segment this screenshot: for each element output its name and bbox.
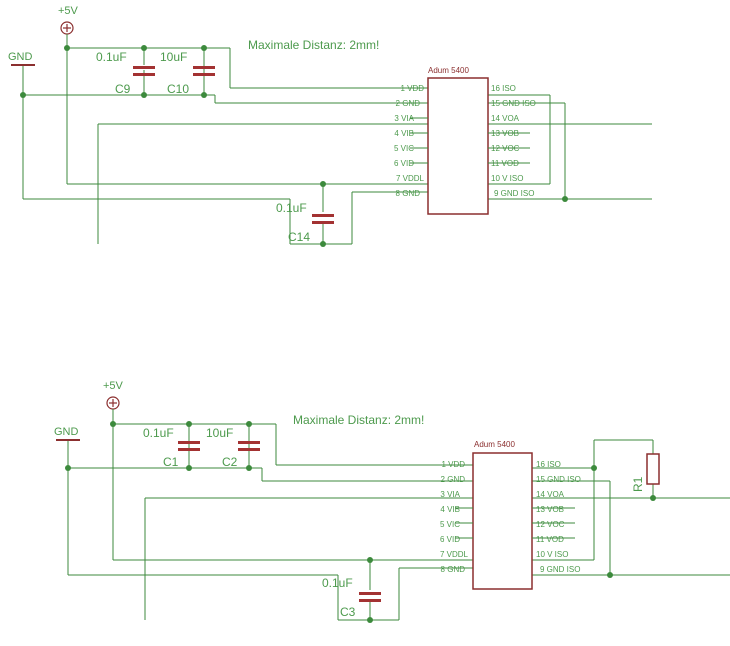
- pin-label: 2 GND: [441, 475, 466, 484]
- capacitor-c3: 0.1uF C3: [322, 576, 381, 619]
- capacitor-c2: 10uF C2: [206, 426, 260, 469]
- capacitor-ref: C14: [288, 230, 310, 244]
- ground-label: GND: [54, 426, 79, 438]
- pin-label: 8 GND: [396, 189, 421, 198]
- pin-label: 3 VIA: [440, 490, 460, 499]
- pin-label: 7 VDDL: [396, 174, 425, 183]
- capacitor-ref: C3: [340, 605, 356, 619]
- pin-label: 16 ISO: [536, 460, 561, 469]
- chip-right-pin-lines: [488, 132, 530, 164]
- capacitor-ref: C10: [167, 82, 189, 96]
- pin-label: 12 VOC: [536, 520, 565, 529]
- pin-label: 5 VIC: [394, 144, 414, 153]
- capacitor-c9: 0.1uF C9: [96, 50, 155, 96]
- circuit-2: +5V GND Maximale Distanz: 2mm!: [54, 380, 730, 623]
- capacitor-c10: 10uF C10: [160, 50, 215, 96]
- pin-label: 1 VDD: [400, 84, 424, 93]
- ground-label: GND: [8, 51, 33, 63]
- power-label: +5V: [58, 5, 79, 17]
- chip-left-pin-lines: [410, 117, 428, 164]
- pin-label: 14 VOA: [536, 490, 565, 499]
- pin-label: 2 GND: [396, 99, 421, 108]
- chip-adum5400: Adum 5400: [427, 66, 489, 215]
- capacitor-value: 0.1uF: [276, 201, 307, 215]
- pin-label: 4 VIB: [394, 129, 414, 138]
- chip-right-pins: 16 ISO 15 GND ISO 14 VOA 13 VOB 12 VOC 1…: [536, 460, 581, 574]
- capacitor-value: 0.1uF: [96, 50, 127, 64]
- power-label: +5V: [103, 380, 124, 392]
- capacitor-ref: C1: [163, 455, 179, 469]
- junctions: [20, 45, 568, 247]
- pin-label: 6 VID: [394, 159, 414, 168]
- pin-label: 1 VDD: [441, 460, 465, 469]
- ground-symbol: GND: [54, 426, 80, 441]
- capacitor-value: 10uF: [160, 50, 187, 64]
- chip-left-pin-lines: [455, 507, 473, 539]
- capacitor-ref: C2: [222, 455, 238, 469]
- pin-label: 7 VDDL: [440, 550, 469, 559]
- capacitor-c1: 0.1uF C1: [143, 426, 200, 469]
- pin-label: 5 VIC: [440, 520, 460, 529]
- pin-label: 10 V ISO: [536, 550, 568, 559]
- pin-label: 15 GND ISO: [536, 475, 581, 484]
- pin-label: 6 VID: [440, 535, 460, 544]
- capacitor-value: 10uF: [206, 426, 233, 440]
- wires: [67, 409, 730, 621]
- pin-label: 16 ISO: [491, 84, 516, 93]
- pin-label: 3 VIA: [394, 114, 414, 123]
- capacitor-value: 0.1uF: [322, 576, 353, 590]
- pin-label: 9 GND ISO: [494, 189, 534, 198]
- chip-left-pins: 1 VDD 2 GND 3 VIA 4 VIB 5 VIC 6 VID 7 VD…: [440, 460, 469, 574]
- power-symbol-5v: +5V: [58, 5, 79, 35]
- pin-label: 14 VOA: [491, 114, 520, 123]
- capacitor-ref: C9: [115, 82, 131, 96]
- chip-left-pins: 1 VDD 2 GND 3 VIA 4 VIB 5 VIC 6 VID 7 VD…: [394, 84, 425, 198]
- power-symbol-5v: +5V: [103, 380, 124, 410]
- chip-right-pins: 16 ISO 15 GND ISO 14 VOA 13 VOB 12 VOC 1…: [491, 84, 536, 198]
- chip-right-pin-lines: [532, 507, 575, 539]
- chip-adum5400: Adum 5400: [472, 440, 533, 590]
- circuit-1: +5V GND Maximale Distanz: 2mm!: [8, 5, 652, 247]
- wires: [22, 34, 652, 245]
- resistor-r1: R1: [631, 453, 660, 492]
- pin-label: 4 VIB: [440, 505, 460, 514]
- pin-label: 11 VOD: [536, 535, 564, 544]
- junctions: [65, 421, 656, 623]
- capacitor-c14: 0.1uF C14: [276, 201, 334, 244]
- distance-note: Maximale Distanz: 2mm!: [293, 413, 424, 427]
- chip-name: Adum 5400: [474, 440, 515, 449]
- pin-label: 10 V ISO: [491, 174, 523, 183]
- chip-name: Adum 5400: [428, 66, 469, 75]
- pin-label: 8 GND: [441, 565, 466, 574]
- distance-note: Maximale Distanz: 2mm!: [248, 38, 379, 52]
- pin-label: 15 GND ISO: [491, 99, 536, 108]
- ground-symbol: GND: [8, 51, 35, 66]
- capacitor-value: 0.1uF: [143, 426, 174, 440]
- pin-label: 9 GND ISO: [540, 565, 580, 574]
- pin-label: 13 VOB: [536, 505, 564, 514]
- resistor-ref: R1: [631, 476, 645, 492]
